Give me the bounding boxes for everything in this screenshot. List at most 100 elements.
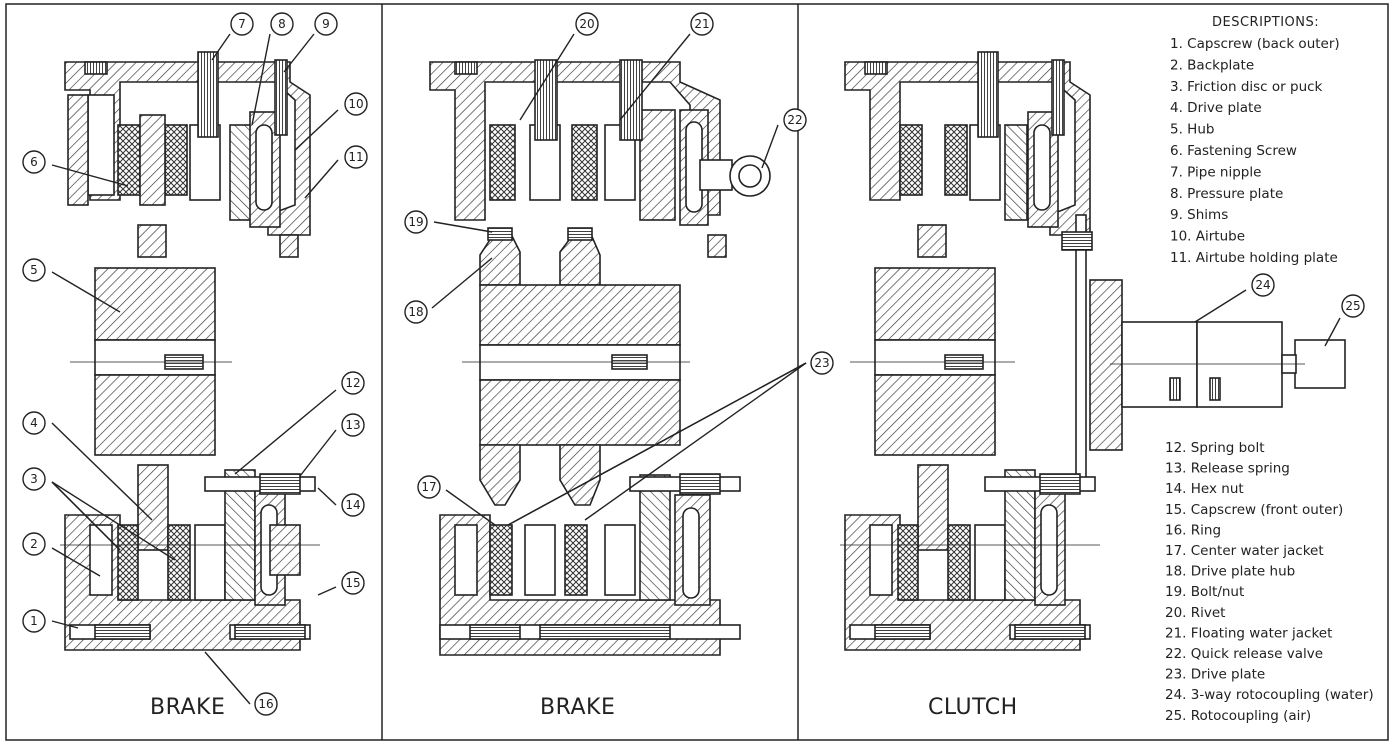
description-item: 13. Release spring [1165,461,1290,477]
description-item: 24. 3-way rotocoupling (water) [1165,687,1374,703]
callout-leader [584,362,807,521]
callout-number: 13 [345,418,360,432]
callout-number: 22 [787,113,802,127]
callout-circle [575,12,599,36]
callout-leader [619,33,691,121]
callout-leader [294,109,339,151]
callout-number: 8 [278,17,286,31]
description-item: 19. Bolt/nut [1165,584,1244,600]
callout-number: 9 [322,17,330,31]
description-item: 17. Center water jacket [1165,543,1324,559]
caption-clutch: CLUTCH [928,695,1018,720]
description-item: 22. Quick release valve [1165,646,1323,662]
callout-circle [341,371,365,395]
callout-number: 23 [814,356,829,370]
callout-leader [761,124,779,169]
caption-brake-left: BRAKE [150,695,225,720]
description-item: 3. Friction disc or puck [1170,79,1323,95]
callout-circle [690,12,714,36]
callout-number: 14 [345,498,360,512]
callout-leader [431,257,493,309]
description-item: 25. Rotocoupling (air) [1165,708,1311,724]
callout-leader [51,481,121,551]
description-item: 11. Airtube holding plate [1170,250,1338,266]
callout-circle [1341,294,1365,318]
description-item: 2. Backplate [1170,57,1254,73]
description-item: 4. Drive plate [1170,100,1262,116]
description-item: 23. Drive plate [1165,667,1265,683]
description-item: 21. Floating water jacket [1165,625,1332,641]
callout-leader [51,271,121,313]
callout-circle [341,493,365,517]
callout-circle [341,413,365,437]
brake-assembly-left [60,51,320,651]
callout-number: 7 [238,17,246,31]
callout-circle [22,411,46,435]
description-item: 18. Drive plate hub [1165,564,1295,580]
description-item: 7. Pipe nipple [1170,164,1261,180]
callout-circle [404,300,428,324]
outer-frame [5,3,1389,741]
callout-circle [254,692,278,716]
callout-number: 16 [258,697,273,711]
callout-leader [283,33,315,73]
description-item: 5. Hub [1170,122,1214,138]
callout-circle [314,12,338,36]
description-item: 6. Fastening Screw [1170,143,1297,159]
callout-leader [51,481,176,561]
callout-circle [22,467,46,491]
callout-circle [22,150,46,174]
clutch-assembly [840,51,1346,651]
callout-circle [404,210,428,234]
callout-leader [304,159,339,199]
caption-brake-middle: BRAKE [540,695,615,720]
description-item: 15. Capscrew (front outer) [1165,502,1343,518]
callout-leader [317,586,337,596]
callout-number: 5 [30,263,38,277]
description-item: 8. Pressure plate [1170,186,1283,202]
callout-leader [1324,317,1341,347]
callout-leader [211,33,231,61]
callout-leader [51,164,129,187]
callout-circle [1251,273,1275,297]
callout-leader [234,389,337,475]
callout-number: 17 [421,480,436,494]
callout-number: 21 [694,17,709,31]
callout-circle [344,145,368,169]
callout-leader [317,487,337,506]
callout-number: 2 [30,537,38,551]
callout-circle [230,12,254,36]
callout-number: 12 [345,376,360,390]
callout-number: 1 [30,614,38,628]
description-item: 1. Capscrew (back outer) [1170,36,1340,52]
callout-number: 4 [30,416,38,430]
callout-leader [51,620,79,629]
callout-number: 15 [345,576,360,590]
callout-leader [519,33,575,121]
description-item: 12. Spring bolt [1165,440,1265,456]
description-item: 16. Ring [1165,522,1221,538]
callout-circle [341,571,365,595]
callout-circle [344,92,368,116]
description-item: 14. Hex nut [1165,481,1244,497]
callout-number: 11 [348,150,363,164]
descriptions-list-top: 1. Capscrew (back outer) 2. Backplate 3. F… [1170,36,1340,266]
brake-assembly-middle [429,59,771,656]
description-item: 9. Shims [1170,207,1228,223]
descriptions-title: DESCRIPTIONS: [1212,15,1319,30]
callout-number: 10 [348,97,363,111]
descriptions-list-bottom: 12. Spring bolt 13. Release spring 14. Hex… [1165,440,1374,724]
callout-leader [445,489,496,526]
callout-number: 24 [1255,278,1270,292]
callout-number: 18 [408,305,423,319]
callout-number: 19 [408,215,423,229]
callout-circle [22,532,46,556]
description-item: 10. Airtube [1170,229,1245,245]
callout-leader [51,547,101,577]
callout-number: 25 [1345,299,1360,313]
callout-circle [810,351,834,375]
callout-number: 3 [30,472,38,486]
callout-leader [51,422,153,521]
callout-leader [507,362,807,526]
